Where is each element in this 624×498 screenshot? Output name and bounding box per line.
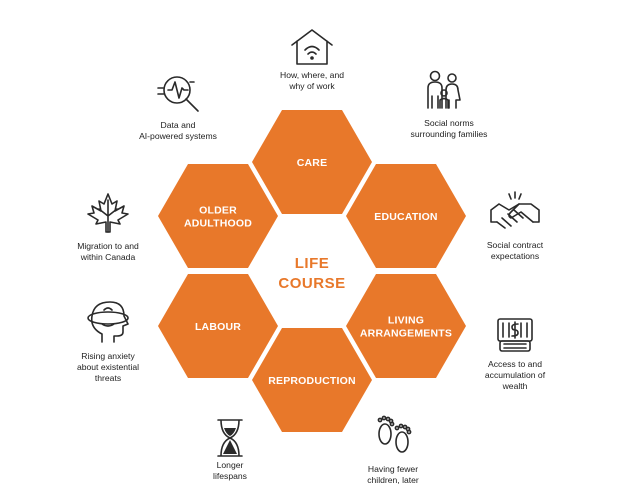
house-wifi-icon <box>291 29 333 65</box>
driver-label-work: How, where, and <box>280 70 344 80</box>
hexagon-label-older-adulthood: OLDER <box>199 205 237 217</box>
driver-label-wealth: wealth <box>502 381 528 391</box>
hexagon-shape-living-arrangements <box>346 274 466 378</box>
driver-label-migration: Migration to and <box>77 241 139 251</box>
center-title-line2: COURSE <box>278 275 345 292</box>
driver-label-data-ai: Data and <box>161 120 196 130</box>
driver-label-fewer-children: children, later <box>367 475 419 485</box>
hexagon-shape-education <box>346 164 466 268</box>
money-icon <box>497 318 533 352</box>
center-title: LIFE COURSE <box>278 255 345 292</box>
handshake-icon <box>490 191 540 229</box>
driver-label-fewer-children: Having fewer <box>368 464 418 474</box>
driver-label-social-contract: expectations <box>491 251 539 261</box>
driver-label-lifespans: Longer <box>217 460 244 470</box>
hexagon-label-care: CARE <box>297 157 328 169</box>
driver-label-social-contract: Social contract <box>487 240 544 250</box>
family-icon <box>427 70 461 109</box>
driver-label-wealth: accumulation of <box>485 370 546 380</box>
driver-label-migration: within Canada <box>80 252 136 262</box>
hexagon-care: CARE <box>252 110 372 214</box>
hexagon-label-education: EDUCATION <box>374 211 437 223</box>
hexagon-shape-labour <box>158 274 278 378</box>
driver-label-anxiety: threats <box>95 373 121 383</box>
head-anxiety-icon <box>87 301 129 343</box>
hexagon-label-reproduction: REPRODUCTION <box>268 375 356 387</box>
footprints-icon <box>377 415 412 453</box>
driver-label-data-ai: AI-powered systems <box>139 131 217 141</box>
driver-label-anxiety: about existential <box>77 362 139 372</box>
driver-label-anxiety: Rising anxiety <box>81 351 135 361</box>
driver-label-wealth: Access to and <box>488 359 542 369</box>
hexagon-education: EDUCATION <box>346 164 466 268</box>
maple-leaf-icon <box>87 193 129 233</box>
hexagon-label-older-adulthood: ADULTHOOD <box>184 218 252 230</box>
hexagon-shape-older-adulthood <box>158 164 278 268</box>
driver-label-families: Social norms <box>424 118 474 128</box>
hourglass-icon <box>217 419 243 457</box>
hexagon-label-labour: LABOUR <box>195 321 241 333</box>
driver-label-lifespans: lifespans <box>213 471 247 481</box>
center-title-line1: LIFE <box>295 255 330 272</box>
magnifier-chart-icon <box>157 76 199 112</box>
hexagon-label-living-arrangements: LIVING <box>388 315 424 327</box>
driver-label-work: why of work <box>288 81 335 91</box>
hexagon-label-living-arrangements: ARRANGEMENTS <box>360 328 452 340</box>
hexagon-labour: LABOUR <box>158 274 278 378</box>
hexagon-shape-care <box>252 110 372 214</box>
driver-label-families: surrounding families <box>411 129 488 139</box>
hexagon-reproduction: REPRODUCTION <box>252 328 372 432</box>
hexagon-shape-reproduction <box>252 328 372 432</box>
